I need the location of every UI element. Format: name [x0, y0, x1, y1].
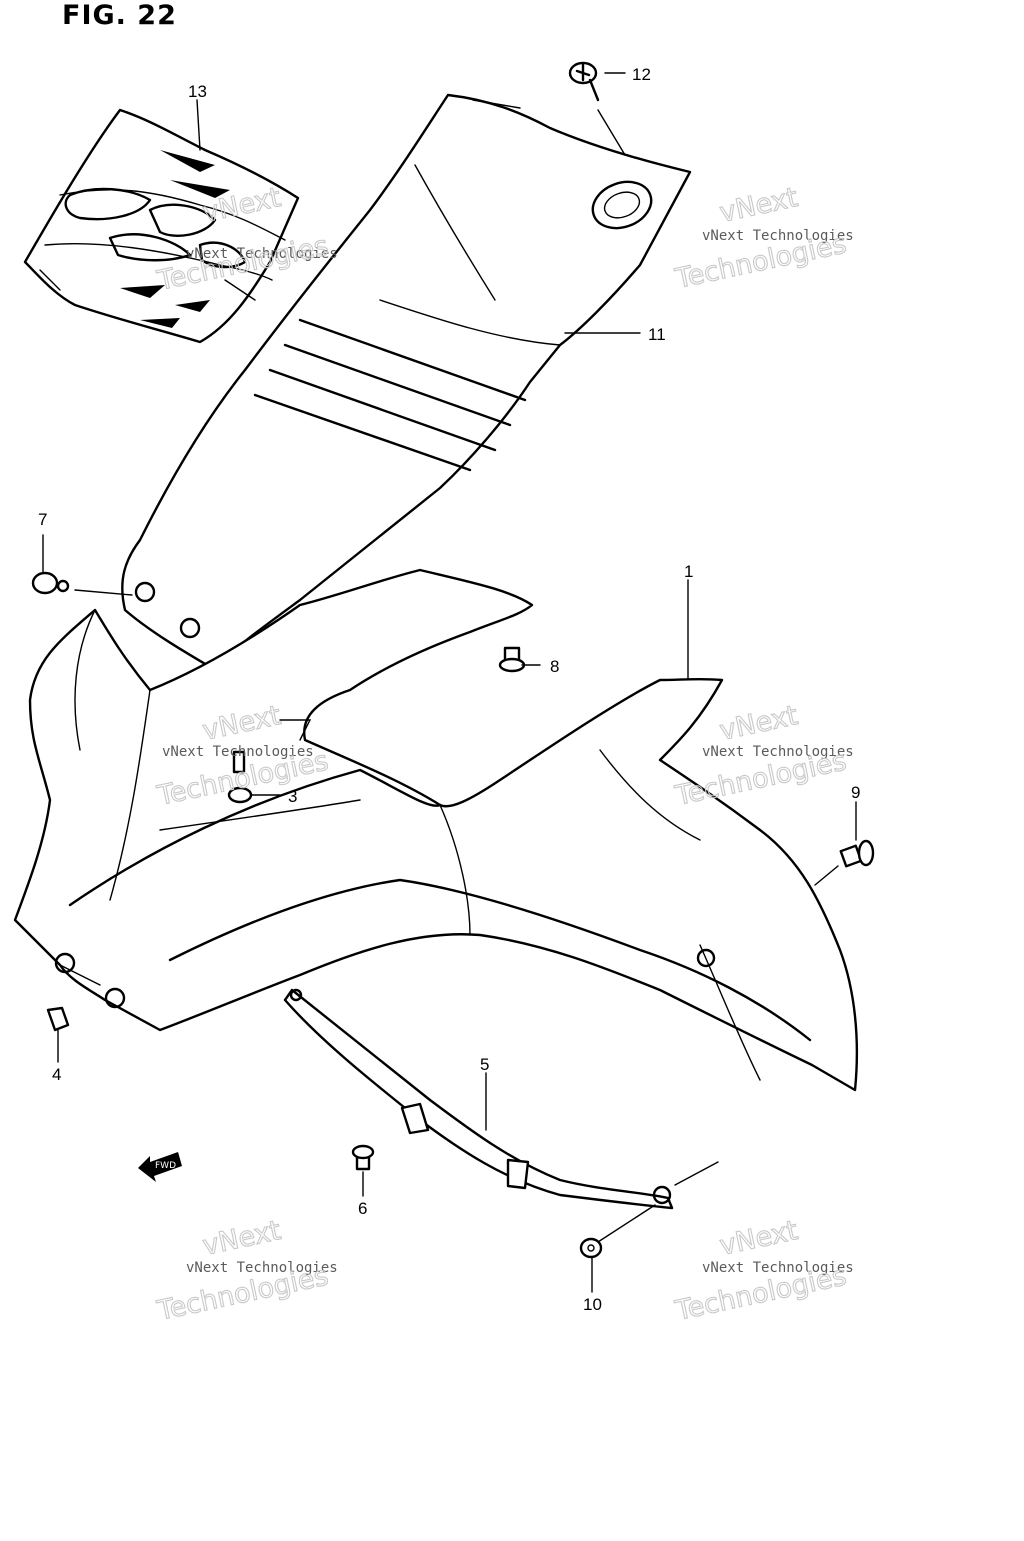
callout-13: 13 [188, 82, 207, 101]
screw-12-icon [568, 61, 600, 102]
nut-10-icon [579, 1237, 603, 1259]
bolt-9-icon [839, 839, 875, 868]
washer-3-icon [227, 750, 253, 804]
callout-3: 3 [288, 787, 297, 806]
watermark-line2: vNext Technologies [162, 744, 314, 760]
watermark-line1: vNext [717, 182, 801, 229]
watermark-line1: vNext [200, 1215, 284, 1262]
watermark-line2: vNext Technologies [186, 1260, 338, 1276]
part-1-front-fender [13, 568, 859, 1092]
part-5-bracket [283, 988, 674, 1210]
watermark-top-right: vNext vNext Technologies Technologies [671, 182, 854, 296]
watermark-line1: vNext [717, 1215, 801, 1262]
part-13-decal [23, 108, 300, 344]
callout-1: 1 [684, 562, 693, 581]
bolt-6-icon [351, 1144, 375, 1171]
callout-7: 7 [38, 510, 47, 529]
callout-4: 4 [52, 1065, 61, 1084]
callout-10: 10 [583, 1295, 602, 1314]
watermark-bottom-right: vNext vNext Technologies Technologies [671, 1215, 854, 1328]
callout-6: 6 [358, 1199, 367, 1218]
watermark-bottom-left: vNext vNext Technologies Technologies [153, 1215, 338, 1328]
callout-8: 8 [550, 657, 559, 676]
watermark-line2: vNext Technologies [702, 744, 854, 760]
callout-labels: 13 12 11 7 1 8 3 9 4 5 6 10 [38, 65, 860, 1314]
callout-12: 12 [632, 65, 651, 84]
figure-title: FIG. 22 [62, 0, 177, 31]
watermark-line1: vNext [717, 700, 801, 747]
bolt-8-icon [498, 646, 526, 673]
callout-11: 11 [648, 325, 666, 344]
callout-5: 5 [480, 1055, 489, 1074]
fwd-arrow-icon: FWD [138, 1152, 182, 1182]
clip-4-icon [46, 1006, 70, 1032]
watermark-line2: vNext Technologies [702, 228, 854, 244]
fwd-label: FWD [155, 1161, 176, 1171]
watermark-line2: vNext Technologies [186, 246, 338, 262]
leader-lines [42, 72, 857, 1293]
part-11-upper-cover [121, 93, 692, 670]
callout-9: 9 [851, 783, 860, 802]
watermark-line2: vNext Technologies [702, 1260, 854, 1276]
nut-7-icon [31, 571, 70, 595]
